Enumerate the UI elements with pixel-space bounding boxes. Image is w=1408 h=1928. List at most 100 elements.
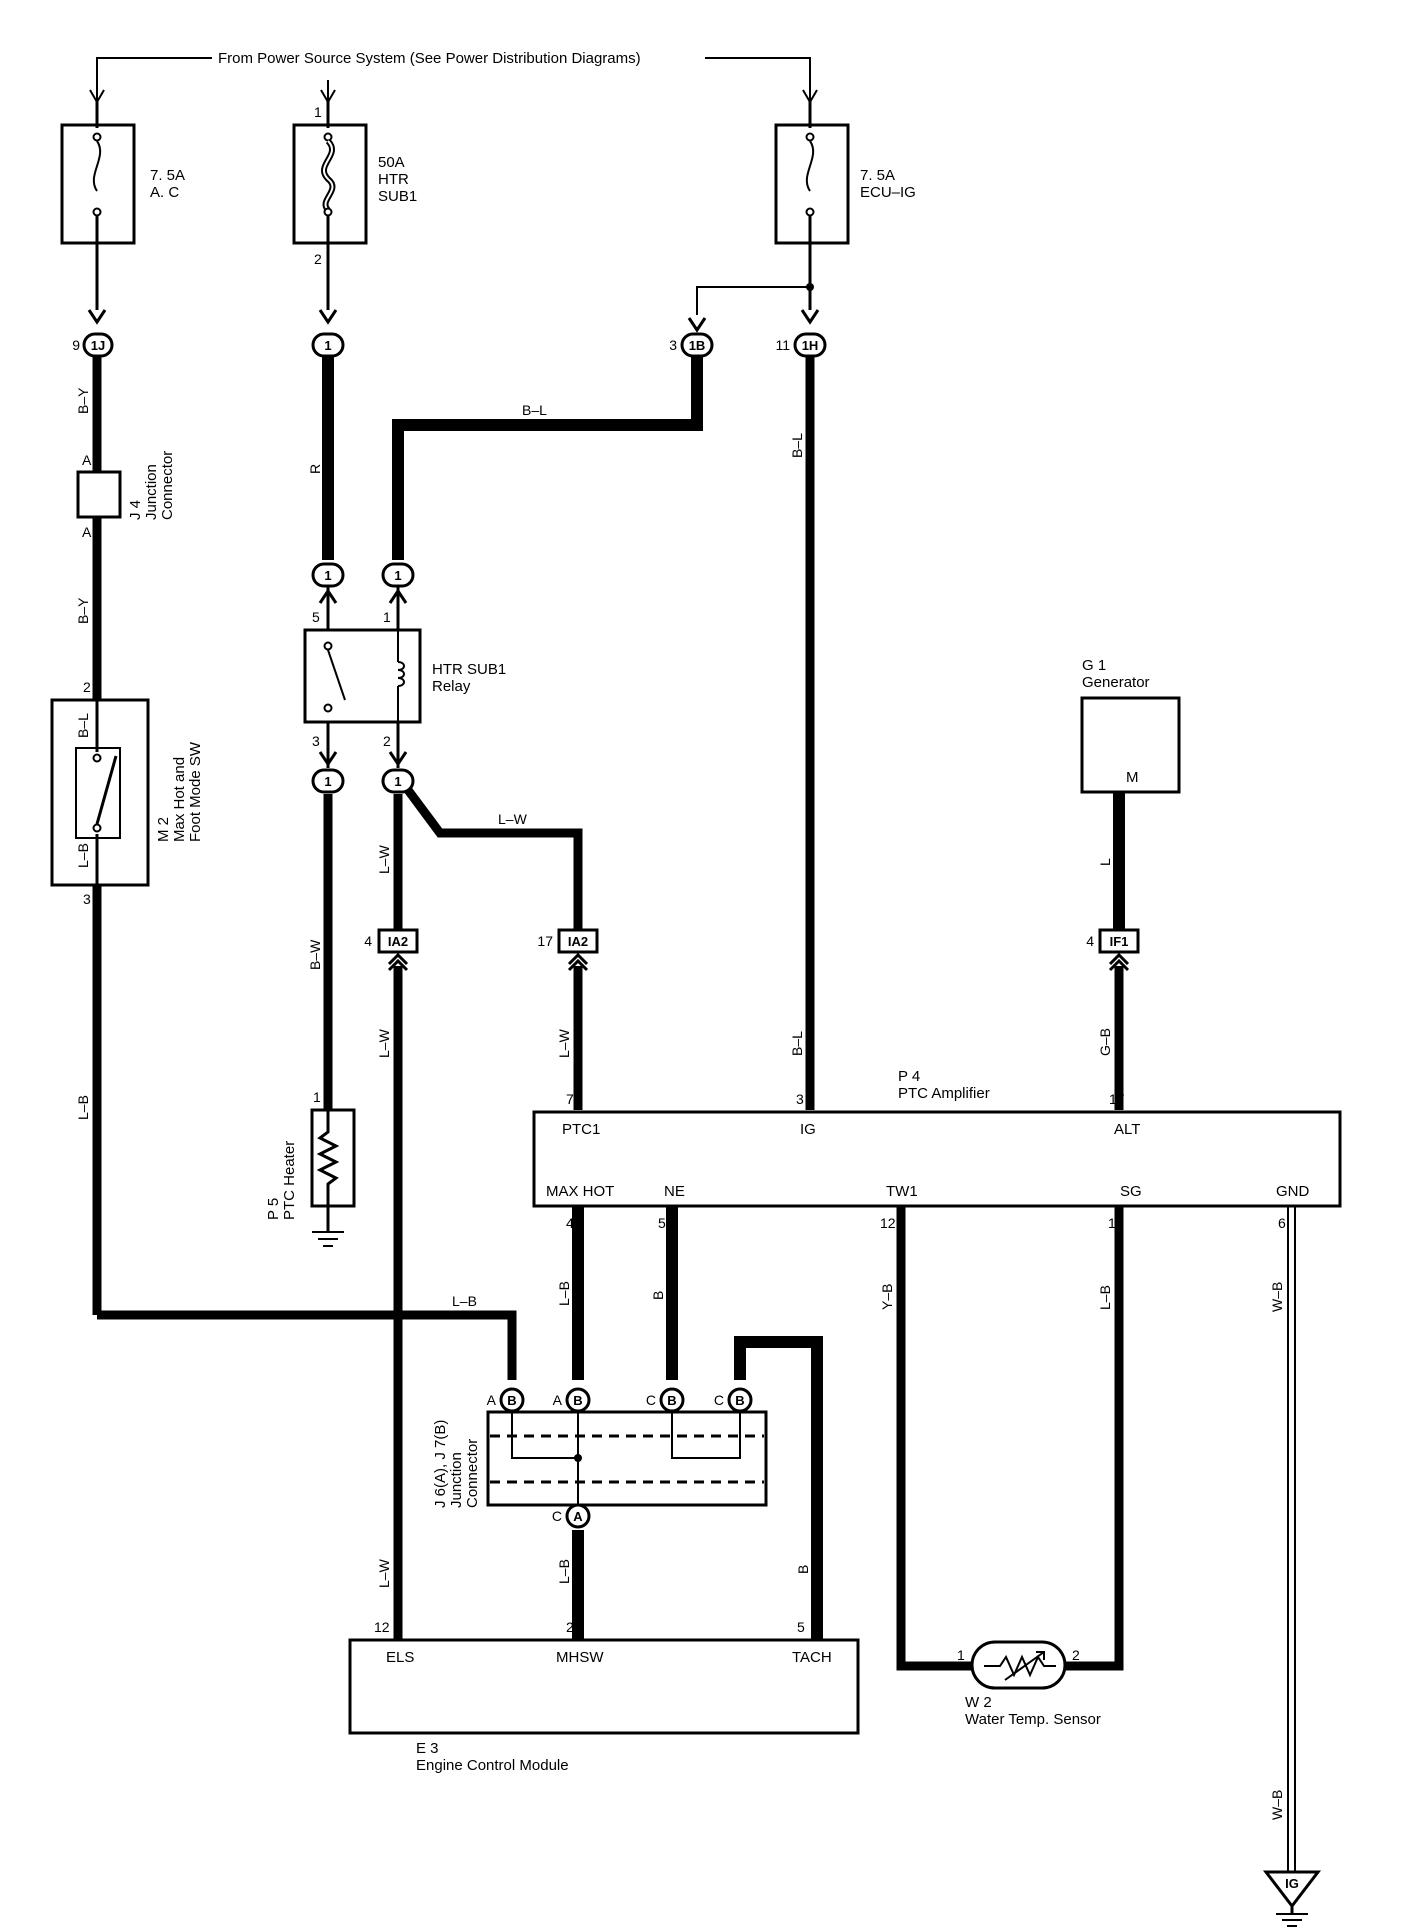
relay-pin-5: 5 (312, 609, 320, 625)
p4-label-tw1: TW1 (886, 1183, 918, 1200)
svg-text:1: 1 (324, 774, 331, 789)
connector-arrows-top (87, 309, 820, 333)
m2-pin-top: 2 (83, 679, 91, 695)
wire-label-lb-horiz: L–B (452, 1293, 477, 1309)
fuse-ac-rating: 7. 5A (150, 167, 185, 184)
p4-label-alt: ALT (1114, 1121, 1140, 1138)
connector-1h: 1H 11 (775, 332, 827, 358)
e3-label-tach: TACH (792, 1649, 832, 1666)
p4-label-ne: NE (664, 1183, 685, 1200)
svg-text:A: A (487, 1392, 497, 1408)
svg-text:IF1: IF1 (1110, 934, 1129, 949)
j4-name1: Junction (143, 464, 160, 520)
svg-text:IA2: IA2 (388, 934, 408, 949)
relay-internals (323, 630, 405, 722)
m2-pin-bot: 3 (83, 891, 91, 907)
svg-text:4: 4 (1086, 933, 1094, 949)
connector-ia2-17: IA2 17 (537, 928, 599, 972)
wire-label-r: R (307, 464, 323, 474)
p4-pin-gnd: 6 (1278, 1215, 1286, 1231)
svg-text:4: 4 (364, 933, 372, 949)
svg-text:C: C (714, 1392, 724, 1408)
wire-label-lw1: L–W (376, 844, 392, 874)
relay-name2: Relay (432, 678, 471, 695)
relay-pin-3: 3 (312, 733, 320, 749)
p4-label-ig: IG (800, 1121, 816, 1138)
relay-connector-1: 1 (381, 562, 415, 588)
fuse-htr-name: HTR (378, 171, 409, 188)
wire-label-wb2: W–B (1269, 1790, 1285, 1820)
power-source-line (96, 57, 811, 100)
ground-icon (1276, 1913, 1308, 1927)
wire-label-bl-right: B–L (789, 433, 805, 458)
wire-label-bl-top: B–L (522, 402, 547, 418)
connector-1j: 1J 9 (72, 332, 114, 358)
p4-pin-maxhot: 4 (566, 1215, 574, 1231)
e3-pin-tach: 5 (797, 1619, 805, 1635)
w2-name: Water Temp. Sensor (965, 1711, 1101, 1728)
p4-pin-ptc1: 7 (566, 1091, 574, 1107)
w2-pin2: 2 (1072, 1647, 1080, 1663)
p4-name: PTC Amplifier (898, 1085, 990, 1102)
wire-label-yb: Y–B (879, 1284, 895, 1310)
wire-label-by2: B–Y (75, 597, 91, 624)
svg-text:1: 1 (324, 338, 331, 353)
wire-label-l: L (1097, 858, 1113, 866)
fuse-ac (60, 100, 136, 310)
j4-name2: Connector (159, 451, 176, 520)
p4-ptc-amplifier-box (532, 1110, 1342, 1208)
wire-label-lb-ecm: L–B (556, 1559, 572, 1584)
p4-label-gnd: GND (1276, 1183, 1310, 1200)
j4-ref: J 4 (127, 500, 144, 520)
fuse-ecu-rating: 7. 5A (860, 167, 895, 184)
p4-label-maxhot: MAX HOT (546, 1183, 614, 1200)
fuse-htr-pin-out: 2 (314, 251, 322, 267)
m2-name1: Max Hot and (171, 757, 188, 842)
power-arrows (89, 89, 818, 104)
fuse-htr-pin-in: 1 (314, 104, 322, 120)
svg-text:B: B (507, 1393, 516, 1408)
j7-connector-b1: B A (487, 1387, 525, 1413)
fuse-htr-name2: SUB1 (378, 188, 417, 205)
wire-wb (1287, 1205, 1296, 1880)
wire-label-lw-top: L–W (498, 811, 528, 827)
fuse-htr-rating: 50A (378, 154, 405, 171)
wires (92, 357, 1125, 1671)
svg-text:1: 1 (324, 568, 331, 583)
svg-text:C: C (646, 1392, 656, 1408)
e3-pin-mhsw: 2 (566, 1619, 574, 1635)
p4-pin-sg: 18 (1108, 1215, 1124, 1231)
svg-text:3: 3 (669, 337, 677, 353)
j6-internals (490, 1412, 764, 1505)
w2-resistor (984, 1654, 1056, 1678)
wire-label-lb-sw-out: L–B (75, 843, 91, 868)
connector-ia2-4: IA2 4 (364, 928, 419, 972)
wire-label-lb-sg: L–B (1097, 1285, 1113, 1310)
wire-label-lw2: L–W (376, 1028, 392, 1058)
p4-pin-alt: 17 (1109, 1091, 1125, 1107)
wire-label-lw4: L–W (376, 1558, 392, 1588)
wire-label-bl-lower: B–L (789, 1031, 805, 1056)
relay-pin-2: 2 (383, 733, 391, 749)
j7-connector-b2: B A (553, 1387, 591, 1413)
svg-text:IA2: IA2 (568, 934, 588, 949)
ground-ig-triangle (1262, 1870, 1322, 1909)
svg-text:B: B (667, 1393, 676, 1408)
e3-pin-els: 12 (374, 1619, 390, 1635)
p5-name: PTC Heater (281, 1141, 298, 1220)
svg-text:9: 9 (72, 337, 80, 353)
svg-text:1: 1 (394, 568, 401, 583)
connector-htr-1: 1 (311, 332, 345, 358)
svg-text:B: B (573, 1393, 582, 1408)
relay-down-arrows (318, 722, 408, 768)
g1-ref: G 1 (1082, 657, 1106, 674)
connector-if1: IF1 4 (1086, 928, 1140, 972)
svg-text:C: C (552, 1508, 562, 1524)
fuse-ecu-name: ECU–IG (860, 184, 916, 201)
p5-ptc-heater-box (310, 1108, 356, 1208)
ground-ig-label: IG (1285, 1876, 1299, 1891)
wire-label-b-ecm: B (795, 1565, 811, 1574)
fuse-ecu-ig (696, 100, 850, 315)
power-source-label: From Power Source System (See Power Dist… (218, 50, 641, 67)
